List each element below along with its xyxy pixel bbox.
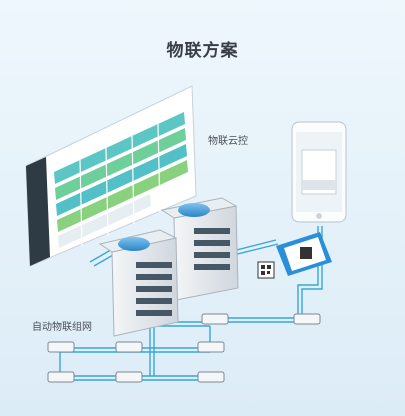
diagram-title: 物联方案: [166, 41, 239, 61]
cloud-control-label: 物联云控: [208, 136, 248, 147]
auto-network-label: 自动物联组网: [32, 322, 92, 333]
dashboard-cells: [54, 112, 188, 248]
phone-device: [291, 121, 347, 223]
outdoor-unit-front: [98, 229, 179, 337]
qr-code: [257, 261, 275, 279]
outdoor-unit-back: [160, 197, 239, 301]
dashboard-monitor: [25, 85, 197, 267]
indoor-units: [47, 313, 321, 383]
tablet-device: [276, 232, 332, 276]
